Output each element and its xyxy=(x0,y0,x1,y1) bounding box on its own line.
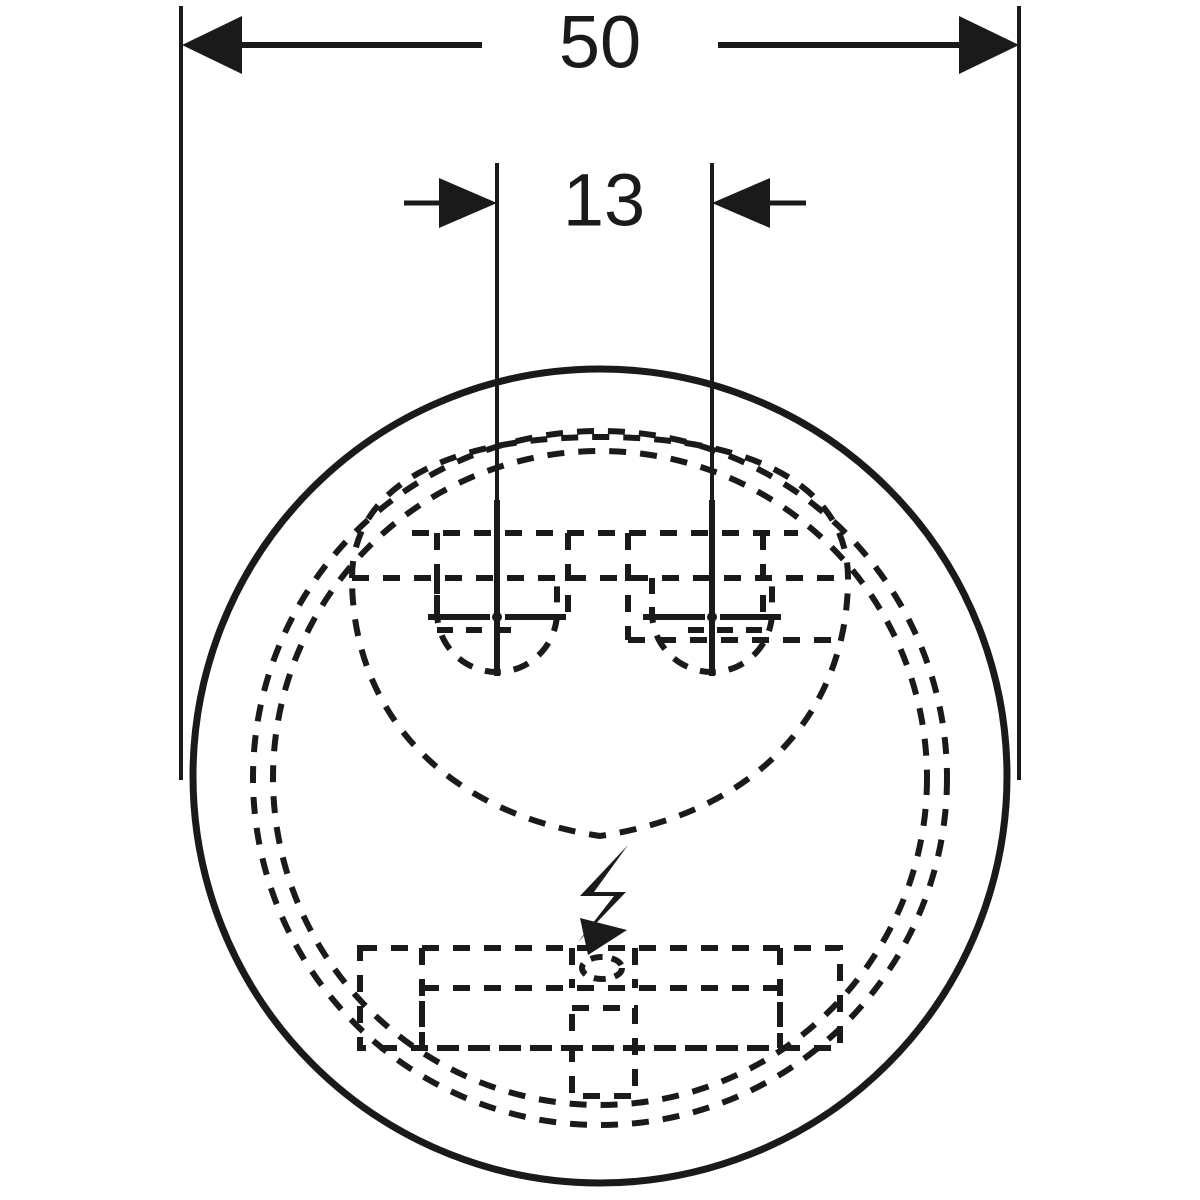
bottom-center-box xyxy=(569,1005,638,1099)
dim50-arrow-right xyxy=(959,16,1019,74)
dim50-arrow-left xyxy=(182,16,242,74)
top-hidden-shelf xyxy=(352,530,845,643)
dimension-label-13: 13 xyxy=(563,159,645,242)
dim13-arrow-right xyxy=(712,178,770,228)
dimension-depth xyxy=(404,178,806,228)
bottom-outer-rect xyxy=(357,945,843,1051)
mount-right-center-dot xyxy=(707,612,717,622)
hidden-body-contour xyxy=(348,433,852,840)
electrical-hazard-icon xyxy=(578,845,628,955)
hidden-concentric-circles xyxy=(250,428,950,1128)
bottom-socket-ellipse xyxy=(579,954,625,982)
cabinet-outline-circle xyxy=(189,365,1011,1187)
dimension-label-50: 50 xyxy=(559,1,641,84)
mount-left xyxy=(428,500,566,676)
bottom-inner-rect xyxy=(419,985,783,1051)
mount-right xyxy=(643,500,781,676)
hidden-circle-inner xyxy=(270,448,930,1108)
dimension-overall-diameter xyxy=(182,16,1019,74)
hidden-circle-outer xyxy=(250,428,950,1128)
lightning-bolt-icon xyxy=(578,845,628,942)
extension-lines xyxy=(179,6,1021,780)
bottom-hidden-assembly xyxy=(357,945,843,1099)
mount-left-center-dot xyxy=(492,612,502,622)
dim13-arrow-left xyxy=(439,178,497,228)
